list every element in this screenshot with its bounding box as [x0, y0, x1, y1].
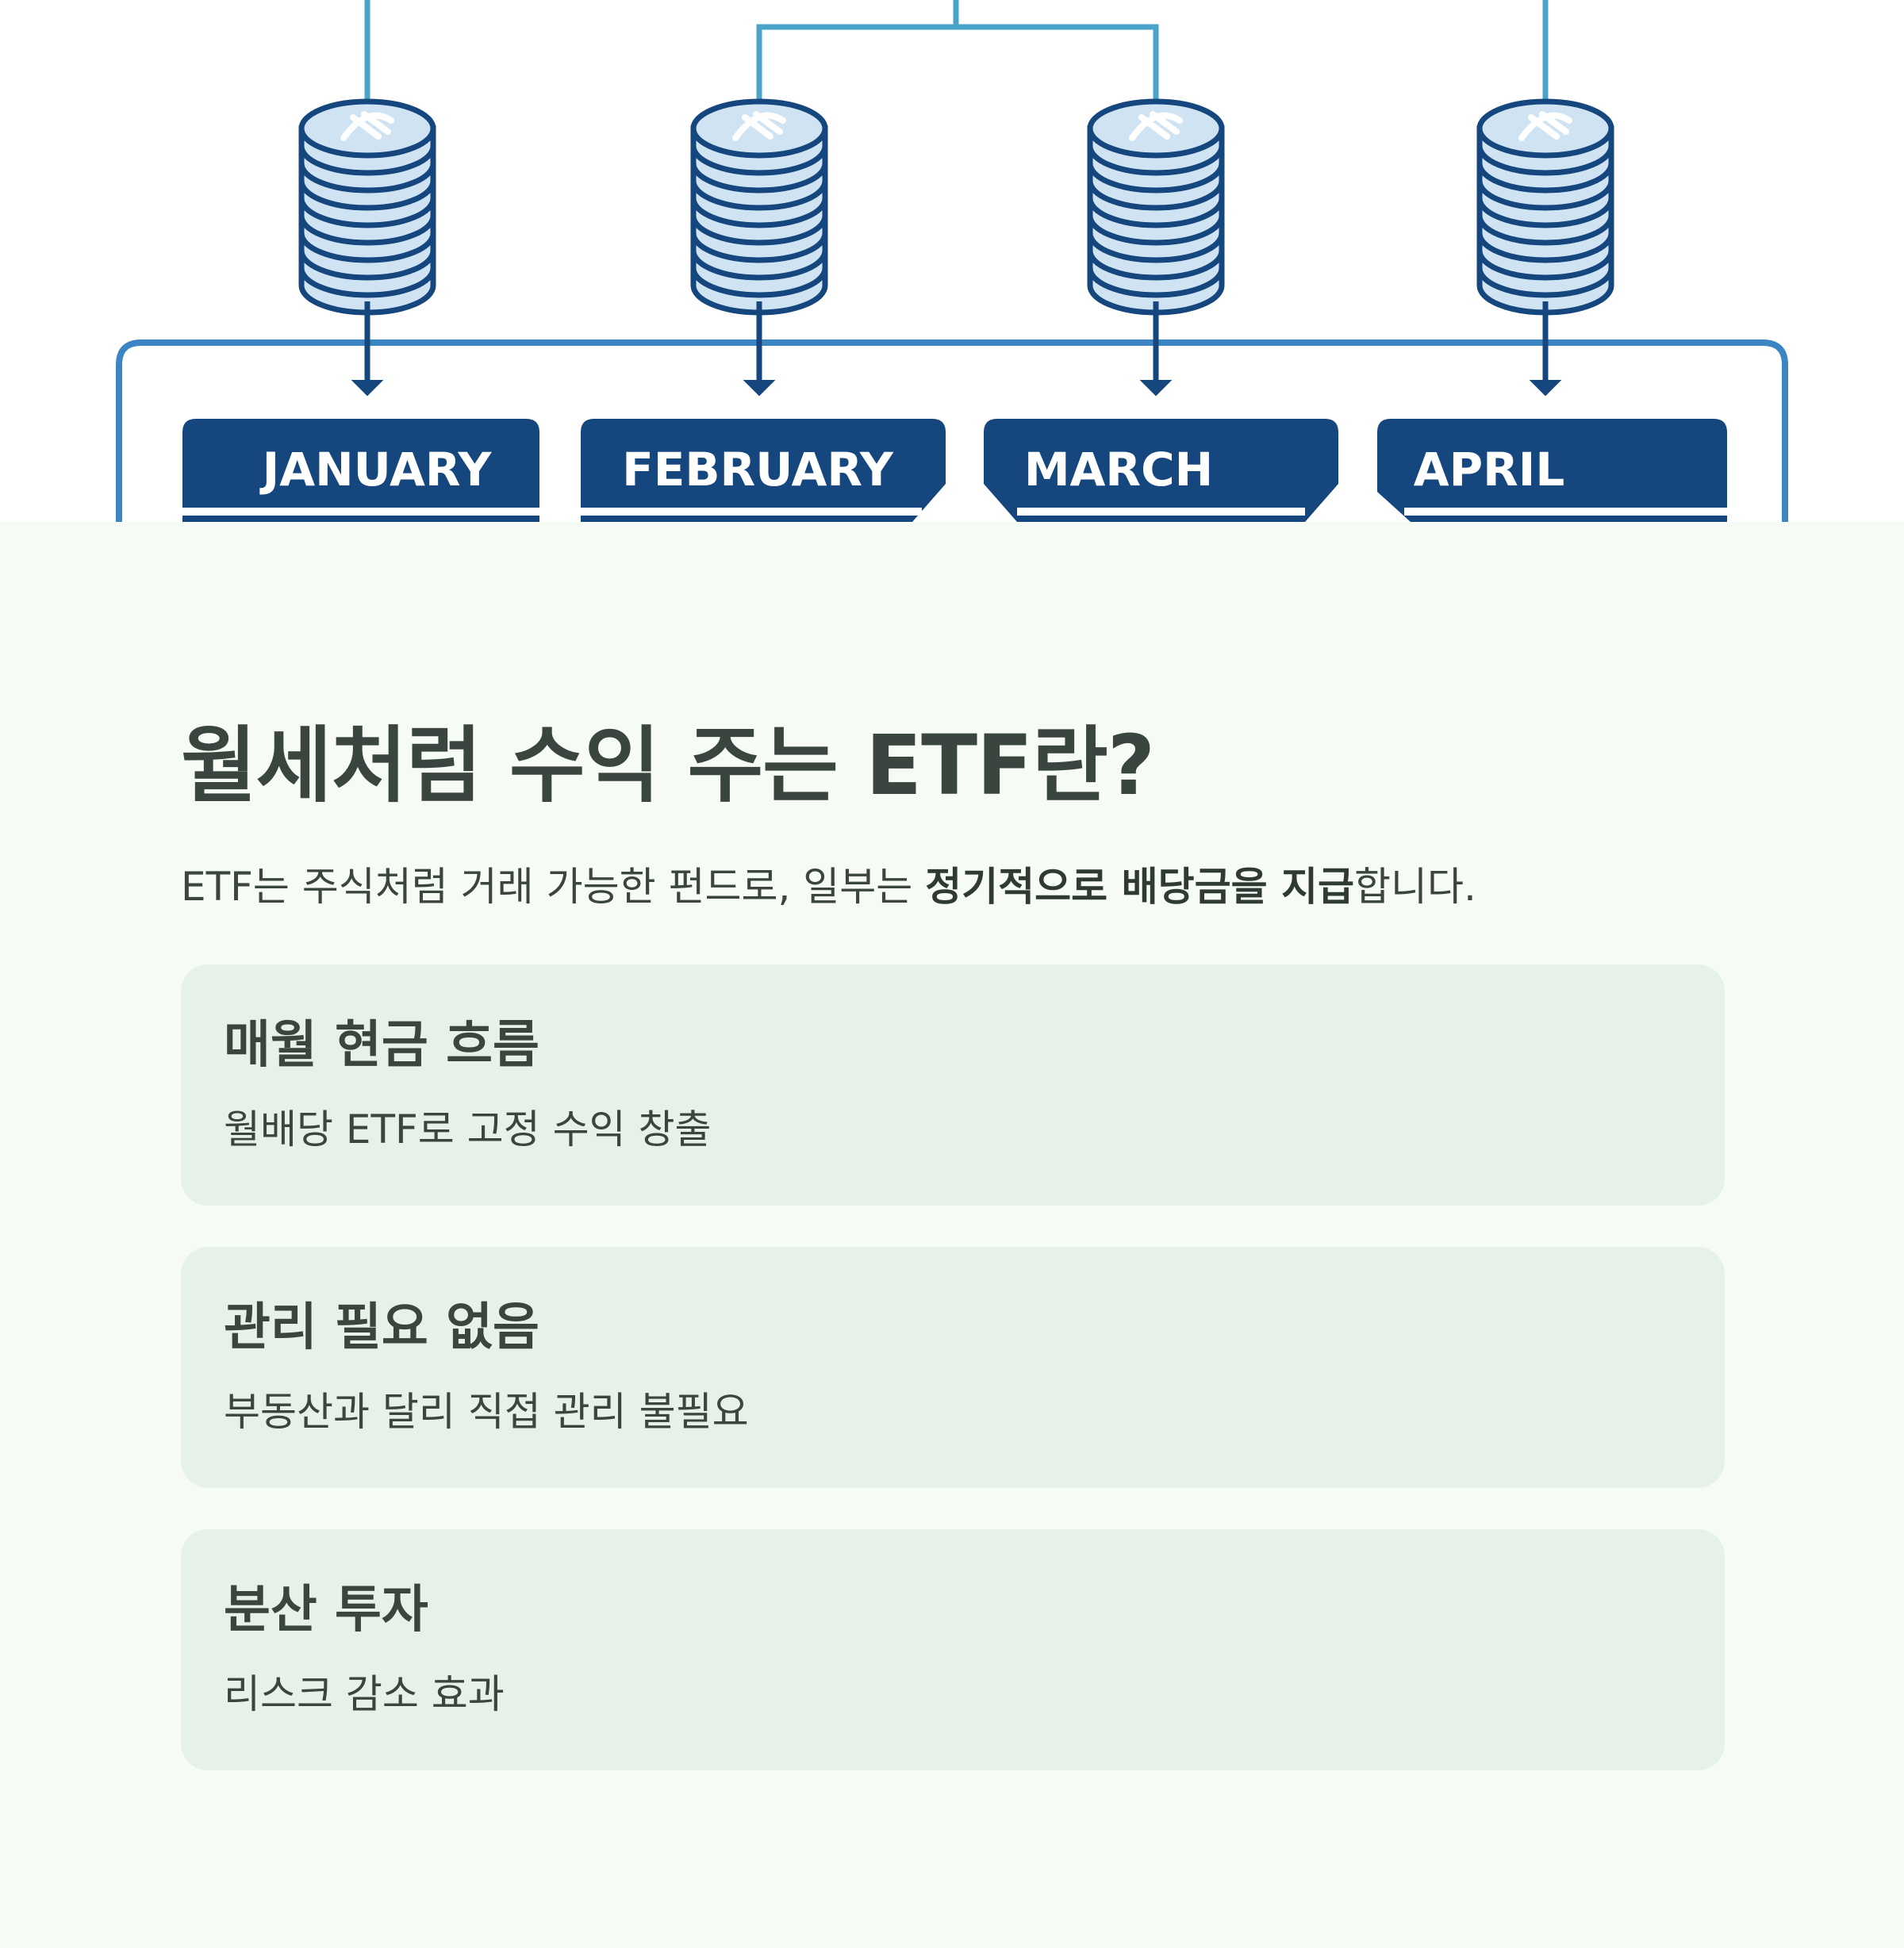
feature-card-title: 매월 현금 흐름 [224, 1016, 539, 1075]
coin-stack-february [690, 98, 828, 316]
intro-text-end: 합니다. [1353, 864, 1476, 910]
month-label-january: JANUARY [259, 443, 493, 497]
month-label-march: MARCH [1024, 443, 1213, 497]
coin-icon [340, 111, 394, 141]
month-label-april: APRIL [1414, 443, 1565, 497]
month-label-february: FEBRUARY [622, 443, 894, 497]
feature-card-cashflow: 매월 현금 흐름 월배당 ETF로 고정 수익 창출 [181, 964, 1725, 1206]
feature-card-diversification: 분산 투자 리스크 감소 효과 [181, 1529, 1725, 1770]
intro-text-highlight: 정기적으로 배당금을 지급 [925, 864, 1354, 910]
coin-stack-april [1476, 98, 1614, 316]
feature-card-no-management: 관리 필요 없음 부동산과 달리 직접 관리 불필요 [181, 1247, 1725, 1488]
intro-text: ETF는 주식처럼 거래 가능한 펀드로, 일부는 정기적으로 배당금을 지급합… [181, 855, 1476, 912]
down-arrow-icon [743, 301, 776, 397]
monthly-dividend-diagram: JANUARY FEBRUARY MARCH APRIL [116, 0, 1788, 522]
hero-illustration: JANUARY FEBRUARY MARCH APRIL [0, 0, 1904, 522]
coin-stack-march [1087, 98, 1225, 316]
feature-card-desc: 부동산과 달리 직접 관리 불필요 [224, 1389, 749, 1435]
frame [116, 339, 1788, 522]
month-tab-march: MARCH [984, 419, 1338, 522]
month-tab-january: JANUARY [182, 419, 539, 522]
down-arrow-icon [1139, 301, 1173, 397]
connector-lines [364, 0, 1549, 102]
coin-icon [732, 111, 786, 141]
coin-icon [1129, 111, 1183, 141]
feature-card-desc: 월배당 ETF로 고정 수익 창출 [224, 1106, 712, 1152]
month-tab-february: FEBRUARY [581, 419, 946, 522]
down-arrow-icon [351, 301, 384, 397]
feature-card-desc: 리스크 감소 효과 [224, 1671, 505, 1717]
intro-text-start: ETF는 주식처럼 거래 가능한 펀드로, 일부는 [181, 864, 926, 910]
feature-card-title: 분산 투자 [224, 1581, 428, 1639]
month-tab-april: APRIL [1377, 419, 1727, 522]
coin-stack-january [298, 98, 436, 316]
feature-card-title: 관리 필요 없음 [224, 1298, 539, 1357]
page-title: 월세처럼 수익 주는 ETF란? [181, 717, 1155, 814]
dollar-icon [1518, 111, 1572, 141]
down-arrow-icon [1529, 301, 1562, 397]
